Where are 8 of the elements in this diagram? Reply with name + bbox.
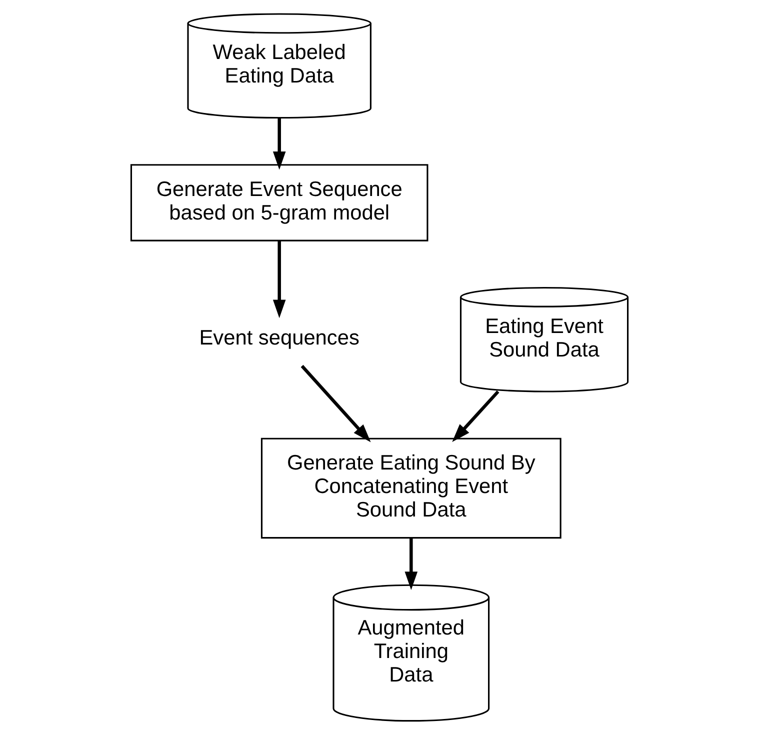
node-text: Event sequences [198, 326, 359, 350]
arrow [404, 538, 418, 590]
arrow [272, 240, 286, 318]
arrow [452, 390, 499, 442]
arrow [272, 118, 286, 170]
arrow [300, 364, 370, 442]
node-box: Generate Eating Sound By Concatenating Event Sound Data [260, 438, 561, 539]
node-box: Generate Event Sequence based on 5-gram model [130, 164, 428, 242]
